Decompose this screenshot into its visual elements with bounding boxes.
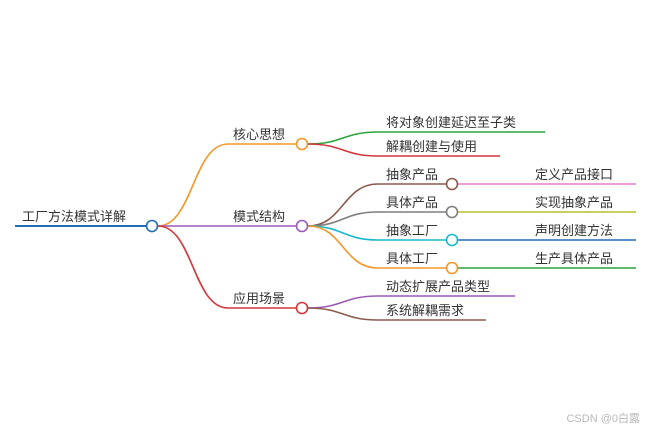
root-collapse-toggle[interactable]: [145, 219, 159, 233]
child-label: 系统解耦需求: [386, 304, 464, 319]
branch-collapse-toggle-use-cases[interactable]: [295, 301, 309, 315]
child-link: [307, 131, 379, 145]
branch-label-core-idea: 核心思想: [233, 127, 285, 143]
branch-link: [157, 225, 229, 309]
root-label: 工厂方法模式详解: [22, 209, 126, 225]
branch-label-use-cases: 应用场景: [233, 291, 285, 307]
child-collapse-toggle[interactable]: [445, 177, 459, 191]
child-label: 具体工厂: [386, 252, 438, 267]
branch-collapse-toggle-core-idea[interactable]: [295, 137, 309, 151]
child-label: 解耦创建与使用: [386, 139, 477, 155]
child-label: 抽象工厂: [386, 224, 438, 239]
child-collapse-toggle[interactable]: [445, 233, 459, 247]
child-link: [307, 225, 379, 269]
leaf-label: 声明创建方法: [535, 223, 613, 239]
child-link: [307, 295, 379, 309]
child-label: 将对象创建延迟至子类: [386, 116, 516, 131]
child-link: [307, 183, 379, 227]
child-label: 动态扩展产品类型: [386, 280, 490, 295]
watermark: CSDN @0白露: [566, 413, 640, 425]
child-label: 抽象产品: [386, 168, 438, 183]
mind-map-nodes: 工厂方法模式详解 核心思想 将对象创建延迟至子类 解耦创建与使用 模式结构 抽象…: [22, 116, 613, 319]
child-collapse-toggle[interactable]: [445, 205, 459, 219]
leaf-label: 定义产品接口: [535, 167, 613, 183]
branch-label-structure: 模式结构: [233, 210, 285, 225]
child-link: [307, 143, 379, 157]
mind-map-links: [15, 131, 636, 321]
branch-collapse-toggle-structure[interactable]: [295, 219, 309, 233]
branch-link: [157, 143, 229, 227]
child-link: [307, 307, 379, 321]
child-collapse-toggle[interactable]: [445, 261, 459, 275]
leaf-label: 实现抽象产品: [535, 196, 613, 211]
child-label: 具体产品: [386, 196, 438, 211]
leaf-label: 生产具体产品: [535, 252, 613, 267]
